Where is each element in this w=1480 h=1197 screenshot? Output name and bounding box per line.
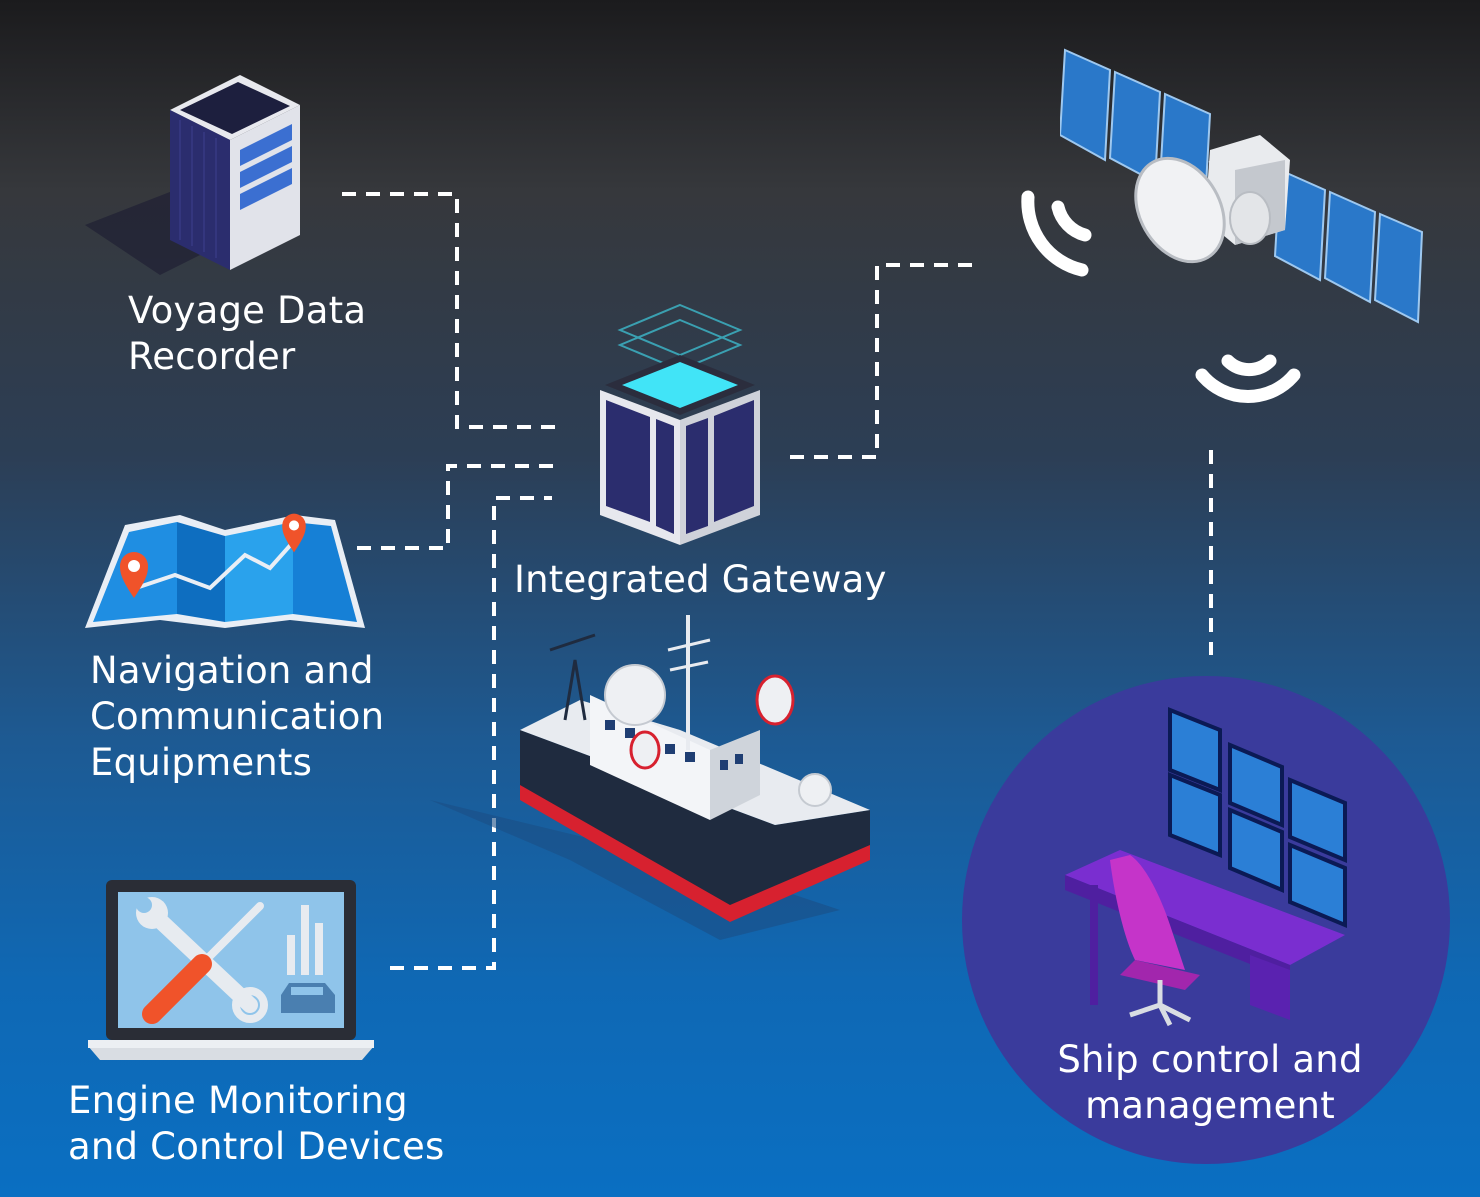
- control-room-icon: [962, 676, 1450, 1164]
- car-icon: [281, 905, 335, 1013]
- connector-engine-gateway: [390, 496, 552, 970]
- vdr-label-line-1: Voyage Data: [128, 289, 367, 332]
- engine-label-line-2: and Control Devices: [68, 1125, 445, 1168]
- control-label: Ship control and management: [1010, 1037, 1410, 1129]
- gateway-label-line-1: Integrated Gateway: [514, 558, 887, 601]
- server-icon: [85, 75, 300, 275]
- engine-label-line-1: Engine Monitoring: [68, 1079, 408, 1122]
- engine-label: Engine Monitoring and Control Devices: [68, 1078, 445, 1170]
- screwdriver-icon: [142, 902, 264, 1024]
- location-pin-icon: [120, 552, 148, 598]
- location-pin-icon: [282, 513, 306, 553]
- gateway-label: Integrated Gateway: [514, 557, 887, 603]
- satellite-icon: [1060, 48, 1424, 324]
- signal-icon: [1195, 354, 1301, 403]
- signal-icon: [1021, 190, 1092, 277]
- gateway-icon: [600, 303, 760, 545]
- control-label-line-1: Ship control and: [1057, 1038, 1363, 1081]
- connector-gateway-satellite: [790, 263, 982, 459]
- navigation-label-line-2: Communication: [90, 695, 385, 738]
- navigation-label-line-1: Navigation and: [90, 649, 374, 692]
- vdr-label: Voyage Data Recorder: [128, 288, 366, 380]
- navigation-label: Navigation and Communication Equipments: [90, 648, 384, 786]
- connector-navigation-gateway: [357, 464, 553, 550]
- vdr-label-line-2: Recorder: [128, 335, 296, 378]
- ship-icon: [430, 615, 870, 940]
- navigation-label-line-3: Equipments: [90, 741, 313, 784]
- control-label-line-2: management: [1085, 1084, 1335, 1127]
- connector-vdr-gateway: [342, 192, 556, 429]
